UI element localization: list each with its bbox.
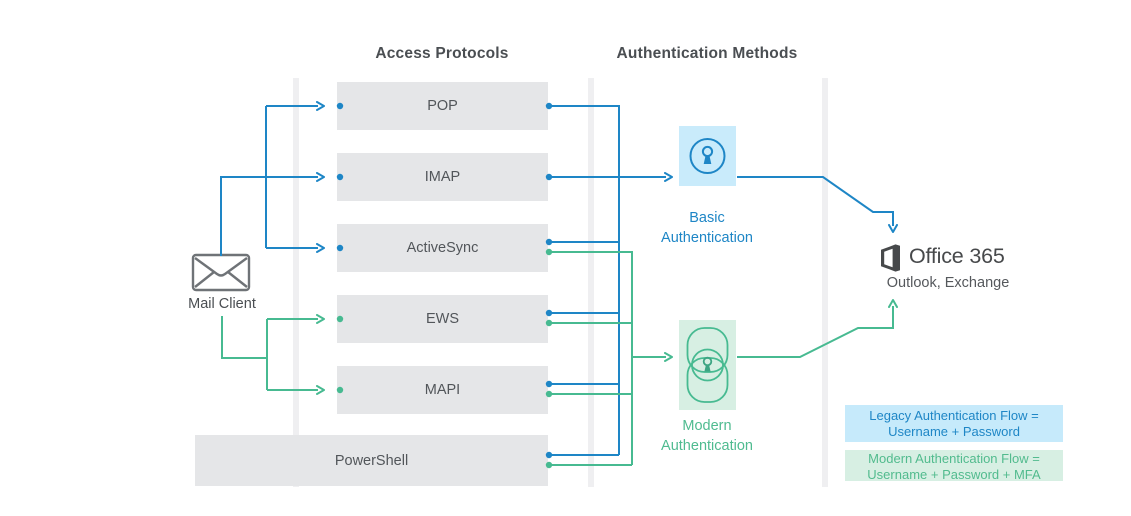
- legend-modern-line1: Modern Authentication Flow =: [868, 451, 1040, 466]
- blue-connector-lines: [220, 101, 898, 456]
- authentication-methods-header: Authentication Methods: [616, 45, 798, 62]
- modern-auth-label-line2: Authentication: [661, 438, 753, 454]
- divider-bar-left: [293, 78, 299, 487]
- protocol-box-mapi: MAPI: [337, 366, 548, 414]
- office365-logo: [881, 244, 900, 272]
- protocol-box-pop: POP: [337, 82, 548, 130]
- basic-auth-label-line2: Authentication: [661, 230, 753, 246]
- modern-auth-box: [679, 320, 736, 410]
- keyhole-circle-icon: [689, 138, 726, 174]
- protocol-label: MAPI: [424, 382, 461, 398]
- divider-bar-middle: [588, 78, 594, 487]
- green-connector-lines: [221, 251, 898, 466]
- mail-client-node: [191, 253, 251, 293]
- legend-modern-line2: Username + Password + MFA: [867, 466, 1041, 482]
- protocol-label: POP: [427, 98, 458, 114]
- protocol-box-activesync: ActiveSync: [337, 224, 548, 272]
- legend-legacy-line2: Username + Password: [888, 423, 1020, 439]
- mail-client-label: Mail Client: [188, 296, 256, 312]
- basic-auth-box: [679, 126, 736, 186]
- protocol-box-imap: IMAP: [337, 153, 548, 201]
- protocol-label: EWS: [425, 311, 460, 327]
- modern-auth-label-line1: Modern: [682, 418, 732, 434]
- basic-auth-label: Basic Authentication: [632, 208, 782, 248]
- protocol-label: PowerShell: [334, 452, 409, 469]
- legend-legacy-line1: Legacy Authentication Flow =: [869, 408, 1039, 423]
- protocol-label: ActiveSync: [406, 240, 479, 256]
- access-protocols-header: Access Protocols: [375, 45, 509, 62]
- envelope-icon: [191, 253, 251, 292]
- protocol-label: IMAP: [424, 169, 461, 185]
- divider-bar-right: [822, 78, 828, 487]
- basic-auth-label-line1: Basic: [689, 210, 725, 226]
- protocol-box-powershell: PowerShell: [195, 435, 548, 486]
- legend-legacy-badge: Legacy Authentication Flow = Username + …: [845, 405, 1063, 442]
- modern-auth-label: Modern Authentication: [632, 416, 782, 456]
- legend-modern-badge: Modern Authentication Flow = Username + …: [845, 450, 1063, 482]
- office365-title: Office 365: [909, 244, 1005, 268]
- office365-subtitle: Outlook, Exchange: [886, 275, 1010, 291]
- protocol-box-ews: EWS: [337, 295, 548, 343]
- overlapping-locks-keyhole-icon: [686, 327, 729, 403]
